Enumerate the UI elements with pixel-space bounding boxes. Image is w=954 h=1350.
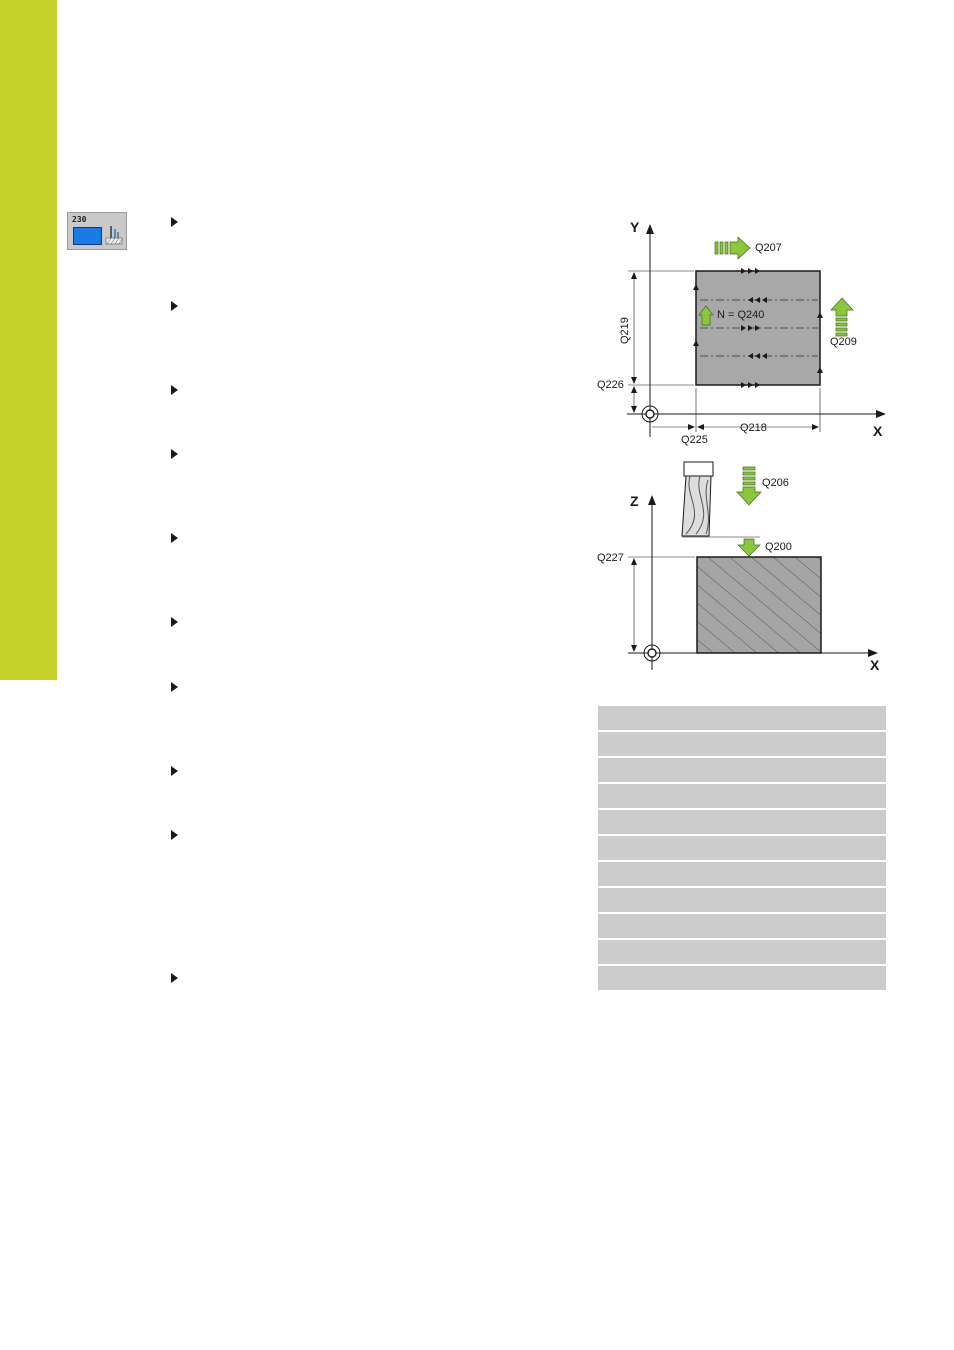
triangle-bullet-icon — [171, 766, 178, 776]
x-axis-label: X — [870, 657, 880, 673]
x-axis-label: X — [873, 423, 883, 439]
parameter-table — [598, 706, 886, 990]
stepover-arrow-icon — [698, 305, 714, 326]
q207-label: Q207 — [755, 242, 782, 254]
table-row — [598, 810, 886, 836]
q225-label: Q225 — [681, 434, 708, 446]
triangle-bullet-icon — [171, 449, 178, 459]
q218-label: Q218 — [740, 422, 767, 434]
plunge-feed-arrow-icon — [736, 466, 762, 506]
feed-rate-transverse-arrow-icon — [830, 297, 854, 337]
q206-label: Q206 — [762, 477, 789, 489]
z-axis-label: Z — [630, 493, 639, 509]
triangle-bullet-icon — [171, 301, 178, 311]
triangle-bullet-icon — [171, 682, 178, 692]
end-mill-icon — [681, 461, 714, 537]
table-row — [598, 914, 886, 940]
cycle-230-softkey[interactable]: 230 — [67, 212, 127, 250]
triangle-bullet-icon — [171, 973, 178, 983]
origin-icon — [641, 405, 659, 423]
softkey-cycle-number: 230 — [72, 215, 87, 224]
table-row — [598, 732, 886, 758]
triangle-bullet-icon — [171, 533, 178, 543]
table-row — [598, 888, 886, 914]
chapter-side-bar — [0, 0, 57, 680]
triangle-bullet-icon — [171, 217, 178, 227]
table-row — [598, 706, 886, 732]
q240-label: N = Q240 — [717, 309, 764, 321]
triangle-bullet-icon — [171, 617, 178, 627]
q209-label: Q209 — [830, 336, 857, 348]
triangle-bullet-icon — [171, 385, 178, 395]
surface-milling-cycle-icon — [105, 226, 123, 245]
table-row — [598, 940, 886, 966]
softkey-workpiece-rect — [73, 227, 102, 245]
q227-label: Q227 — [597, 552, 624, 564]
y-axis-label: Y — [630, 219, 640, 235]
table-row — [598, 784, 886, 810]
table-row — [598, 836, 886, 862]
origin-icon — [643, 644, 661, 662]
table-row — [598, 862, 886, 888]
table-row — [598, 758, 886, 784]
triangle-bullet-icon — [171, 830, 178, 840]
workpiece-side-view — [696, 556, 822, 654]
q226-label: Q226 — [597, 379, 624, 391]
path-direction-arrows — [693, 268, 823, 388]
xy-plane-diagram: Y X Q207 N = Q240 Q209 Q219 Q226 Q225 Q2… — [597, 219, 886, 446]
q200-label: Q200 — [765, 541, 792, 553]
xz-plane-diagram: Z X Q206 Q200 Q227 — [597, 461, 880, 673]
feed-rate-arrow-icon — [714, 236, 751, 260]
setup-clearance-arrow-icon — [737, 538, 761, 557]
q219-label: Q219 — [619, 317, 631, 344]
table-row — [598, 966, 886, 990]
cycle-diagrams: Y X Q207 N = Q240 Q209 Q219 Q226 Q225 Q2… — [597, 219, 886, 673]
